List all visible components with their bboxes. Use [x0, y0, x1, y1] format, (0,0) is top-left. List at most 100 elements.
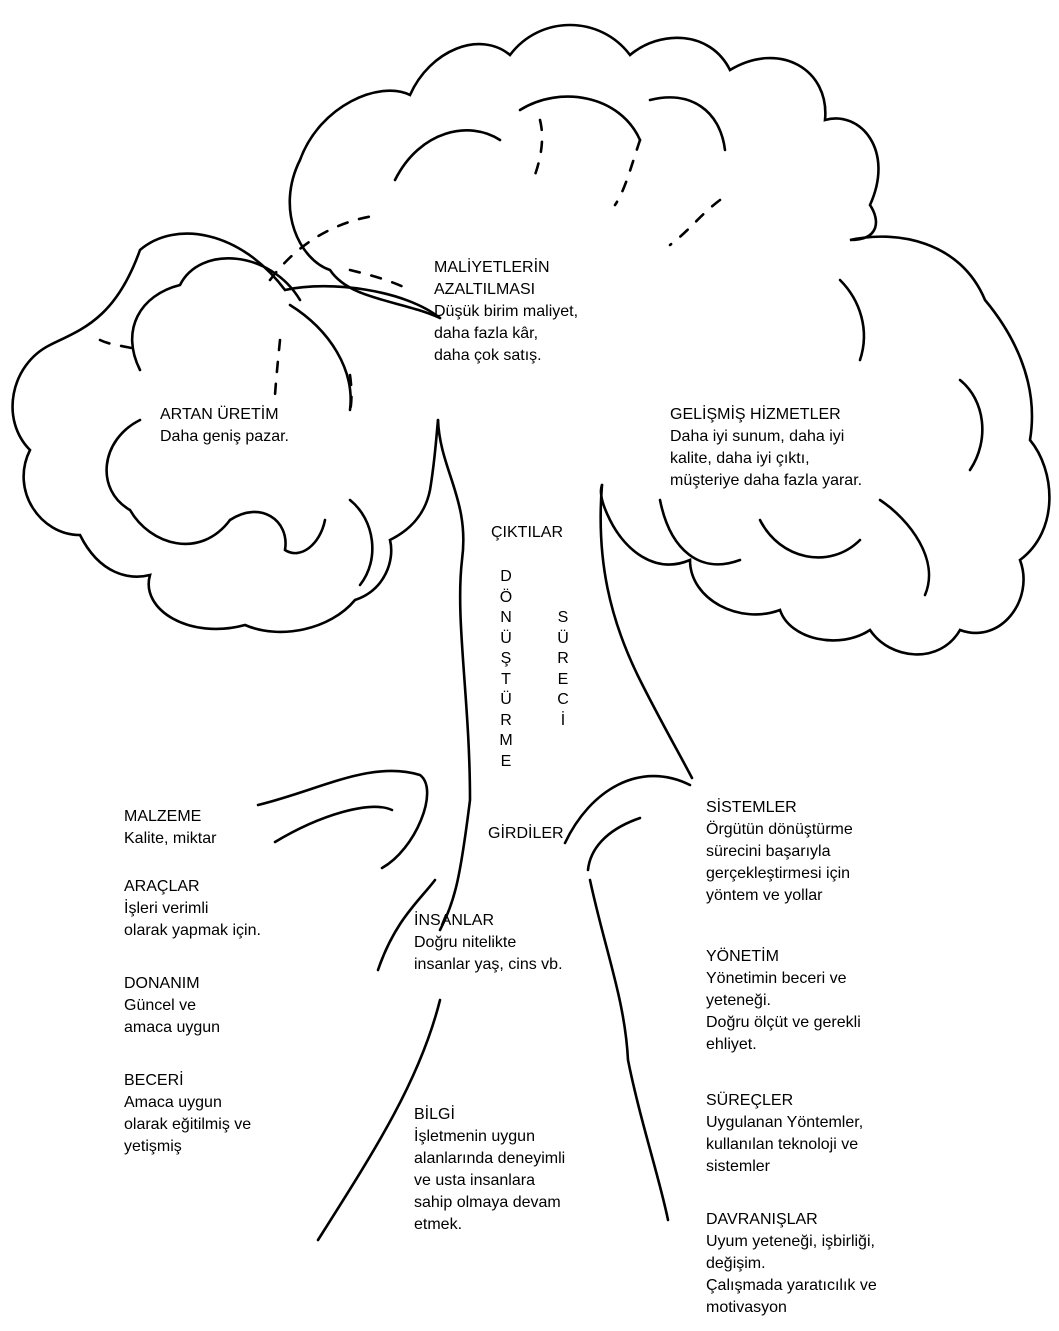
input-line: İşletmenin uygun [414, 1126, 565, 1148]
canopy-inner-loop [290, 305, 351, 410]
root-line [565, 776, 690, 843]
transformation-letter: N [496, 608, 516, 629]
process-letter: İ [553, 711, 573, 732]
process-vertical-text: S Ü R E C İ [553, 608, 573, 731]
output-improved-services: GELİŞMİŞ HİZMETLER Daha iyi sunum, daha … [670, 404, 862, 492]
input-line: İşleri verimli [124, 898, 261, 920]
canopy-inner-loop [880, 500, 929, 595]
process-letter: R [553, 649, 573, 670]
canopy-dashed-line [350, 270, 410, 290]
canopy-dashed-line [670, 200, 720, 245]
inputs-label: GİRDİLER [488, 825, 564, 843]
input-line: Yönetimin beceri ve [706, 968, 861, 990]
transformation-letter: Ü [496, 629, 516, 650]
input-line: Amaca uygun [124, 1092, 251, 1114]
process-letter: E [553, 670, 573, 691]
output-cost-line: Düşük birim maliyet, [434, 301, 578, 323]
output-cost-reduction: MALİYETLERİN AZALTILMASI Düşük birim mal… [434, 257, 578, 367]
canopy-outline [290, 25, 1050, 654]
canopy-inner-loop [660, 500, 740, 564]
input-line: Doğru ölçüt ve gerekli [706, 1012, 861, 1034]
input-line: sahip olmaya devam [414, 1192, 565, 1214]
input-line: Uyum yeteneği, işbirliği, [706, 1231, 877, 1253]
input-line: ehliyet. [706, 1034, 861, 1056]
input-line: Güncel ve [124, 995, 220, 1017]
input-management: YÖNETİM Yönetimin beceri ve yeteneği. Do… [706, 946, 861, 1056]
root-line [275, 807, 392, 842]
root-line [590, 880, 668, 1220]
output-services-line: müşteriye daha fazla yarar. [670, 470, 862, 492]
input-line: olarak yapmak için. [124, 920, 261, 942]
outputs-label: ÇIKTILAR [491, 524, 563, 542]
process-letter: Ü [553, 629, 573, 650]
process-letter: S [553, 608, 573, 629]
output-services-line: kalite, daha iyi çıktı, [670, 448, 862, 470]
canopy-dashed-line [275, 340, 280, 395]
input-line: değişim. [706, 1253, 877, 1275]
output-increased-production: ARTAN ÜRETİM Daha geniş pazar. [160, 404, 289, 448]
transformation-letter: R [496, 711, 516, 732]
canopy-inner-loop [520, 97, 640, 140]
output-cost-line: daha fazla kâr, [434, 323, 578, 345]
input-people: İNSANLAR Doğru nitelikte insanlar yaş, c… [414, 910, 563, 976]
input-title: BİLGİ [414, 1104, 565, 1126]
input-line: yöntem ve yollar [706, 885, 853, 907]
input-line: olarak eğitilmiş ve [124, 1114, 251, 1136]
input-line: gerçekleştirmesi için [706, 863, 853, 885]
transformation-letter: D [496, 567, 516, 588]
input-title: DONANIM [124, 973, 220, 995]
output-production-line: Daha geniş pazar. [160, 426, 289, 448]
transformation-vertical-text: D Ö N Ü Ş T Ü R M E [496, 567, 516, 772]
input-line: ve usta insanlara [414, 1170, 565, 1192]
canopy-inner-loop [350, 500, 372, 585]
input-title: SİSTEMLER [706, 797, 853, 819]
canopy-dashed-line [535, 120, 542, 175]
input-skill: BECERİ Amaca uygun olarak eğitilmiş ve y… [124, 1070, 251, 1158]
root-line [588, 818, 640, 870]
input-line: Doğru nitelikte [414, 932, 563, 954]
transformation-letter: Ö [496, 588, 516, 609]
input-line: sistemler [706, 1156, 863, 1178]
transformation-letter: Ş [496, 649, 516, 670]
output-cost-title-1: MALİYETLERİN [434, 257, 578, 279]
input-line: alanlarında deneyimli [414, 1148, 565, 1170]
canopy-inner-loop [760, 520, 860, 557]
output-services-line: Daha iyi sunum, daha iyi [670, 426, 862, 448]
input-line: amaca uygun [124, 1017, 220, 1039]
input-title: YÖNETİM [706, 946, 861, 968]
input-line: yeteneği. [706, 990, 861, 1012]
canopy-inner-loop [840, 280, 864, 360]
transformation-letter: E [496, 752, 516, 773]
input-title: SÜREÇLER [706, 1090, 863, 1112]
canopy-inner-loop [395, 130, 500, 180]
input-line: etmek. [414, 1214, 565, 1236]
input-systems: SİSTEMLER Örgütün dönüştürme sürecini ba… [706, 797, 853, 907]
transformation-letter: T [496, 670, 516, 691]
input-line: Kalite, miktar [124, 828, 216, 850]
input-processes: SÜREÇLER Uygulanan Yöntemler, kullanılan… [706, 1090, 863, 1178]
input-title: ARAÇLAR [124, 876, 261, 898]
output-production-title: ARTAN ÜRETİM [160, 404, 289, 426]
input-title: İNSANLAR [414, 910, 563, 932]
canopy-inner-loop [650, 97, 725, 150]
output-services-title: GELİŞMİŞ HİZMETLER [670, 404, 862, 426]
input-line: kullanılan teknoloji ve [706, 1134, 863, 1156]
canopy-dashed-line [270, 215, 380, 280]
process-letter: C [553, 690, 573, 711]
output-cost-title-2: AZALTILMASI [434, 279, 578, 301]
input-line: sürecini başarıyla [706, 841, 853, 863]
canopy-inner-loop [230, 512, 325, 553]
root-line [258, 771, 427, 868]
input-title: MALZEME [124, 806, 216, 828]
input-knowledge: BİLGİ İşletmenin uygun alanlarında deney… [414, 1104, 565, 1236]
trunk-left-outline [438, 420, 470, 930]
input-tools: ARAÇLAR İşleri verimli olarak yapmak içi… [124, 876, 261, 942]
canopy-inner-loop [960, 380, 982, 470]
input-line: yetişmiş [124, 1136, 251, 1158]
transformation-letter: M [496, 731, 516, 752]
input-title: DAVRANIŞLAR [706, 1209, 877, 1231]
input-title: BECERİ [124, 1070, 251, 1092]
input-line: motivasyon [706, 1297, 877, 1319]
input-line: Örgütün dönüştürme [706, 819, 853, 841]
transformation-letter: Ü [496, 690, 516, 711]
